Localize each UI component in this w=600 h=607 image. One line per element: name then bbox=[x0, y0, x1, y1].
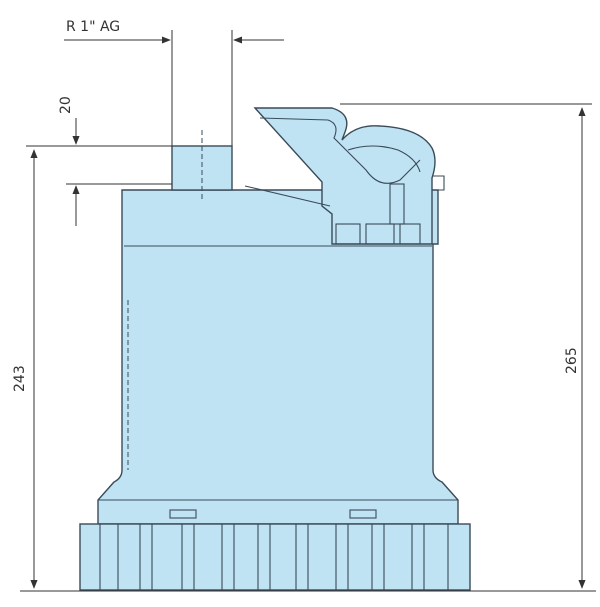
base-slot-right bbox=[349, 509, 377, 519]
outlet-connector bbox=[171, 130, 233, 200]
pump-base bbox=[79, 509, 471, 591]
dimension-total-height: 265 bbox=[340, 103, 592, 589]
base-ribs bbox=[99, 524, 449, 590]
pump-body bbox=[97, 189, 459, 525]
pump-handle bbox=[244, 107, 445, 245]
total-height-label: 265 bbox=[564, 347, 580, 374]
outlet-height-label: 20 bbox=[58, 96, 74, 114]
body-height-label: 243 bbox=[12, 365, 28, 392]
dimension-outlet: 20 bbox=[58, 96, 172, 226]
dimension-body-height: 243 bbox=[12, 145, 66, 589]
thread-label: R 1" AG bbox=[66, 19, 120, 35]
dimension-thread: R 1" AG bbox=[64, 19, 284, 146]
base-slot-left bbox=[169, 509, 197, 519]
